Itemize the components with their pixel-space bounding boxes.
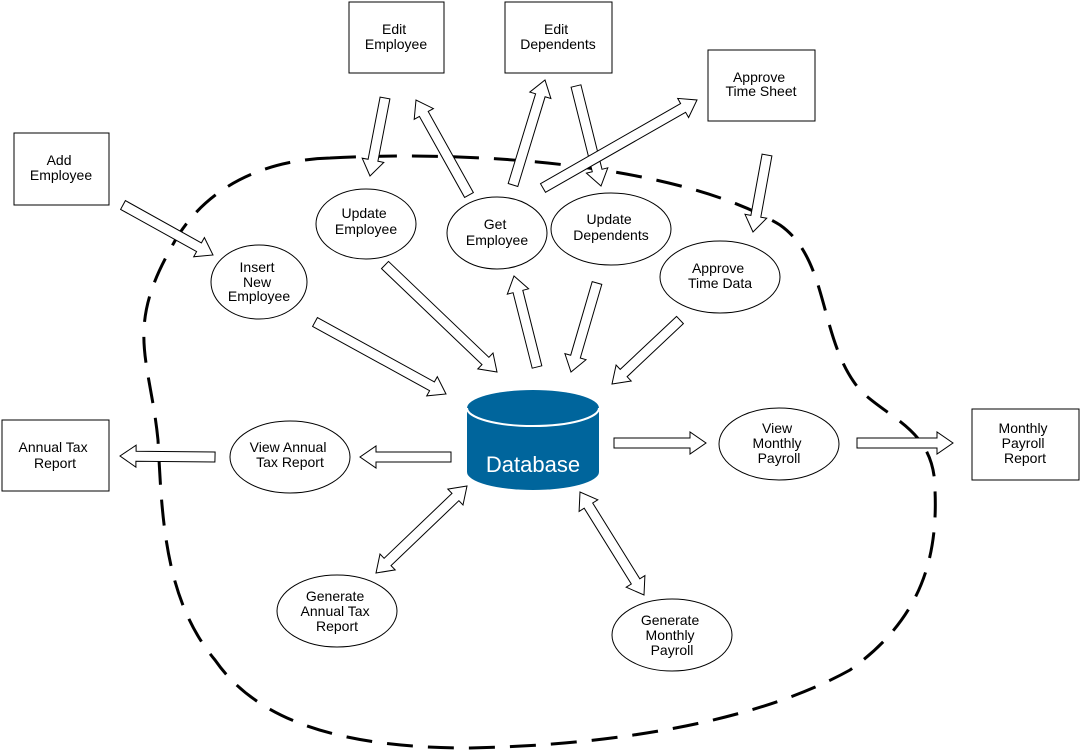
process-view-monthly-payroll: View Monthly Payroll <box>718 407 840 481</box>
entity-label-line: Time Sheet <box>725 83 796 99</box>
process-label-line: Report <box>316 618 358 634</box>
entity-label-line: Payroll <box>1002 435 1045 451</box>
svg-text:Add Employee: Add Employee <box>30 152 92 183</box>
entity-label-line: Report <box>34 455 76 471</box>
flow-database-to-get-employee-arrow <box>506 275 543 369</box>
flow-database-generate-annual-arrow <box>375 485 468 574</box>
flow-update-employee-to-database-arrow <box>380 260 498 373</box>
svg-text:Get Employee: Get Employee <box>466 216 528 248</box>
flow-update-dependents-to-database-arrow <box>564 280 603 373</box>
process-label-line: Tax Report <box>256 454 324 470</box>
process-label-line: Update <box>341 205 386 221</box>
process-label-line: View <box>762 420 793 436</box>
process-generate-monthly-payroll: Generate Monthly Payroll <box>611 598 733 672</box>
svg-text:View Annual Tax Report: View Annual Tax Report <box>250 439 331 470</box>
svg-text:View Monthly Payro: View Monthly Payroll <box>753 420 806 466</box>
flow-approve-data-to-database-arrow <box>611 315 685 385</box>
process-label-line: Payroll <box>758 450 801 466</box>
svg-text:Approve Time Data: Approve Time Data <box>688 260 752 291</box>
svg-text:Monthly Payroll Re: Monthly Payroll Report <box>999 420 1052 466</box>
entity-label-line: Annual Tax <box>19 439 88 455</box>
process-label-line: Monthly <box>753 435 802 451</box>
svg-text:Generate Monthly P: Generate Monthly Payroll <box>641 612 703 658</box>
entity-edit-dependents: Edit Dependents <box>504 1 613 74</box>
database-cylinder-body <box>467 408 599 490</box>
process-update-dependents: Update Dependents <box>550 192 672 266</box>
flow-database-to-view-monthly-arrow <box>613 431 707 455</box>
svg-text:Edit Dependents: Edit Dependents <box>520 21 596 52</box>
flow-insert-to-database-arrow <box>311 316 447 397</box>
flow-edit-employee-to-update-arrow <box>361 96 391 177</box>
svg-text:Approve Time Sheet: Approve Time Sheet <box>725 69 796 99</box>
flow-approve-sheet-to-approve-data-arrow <box>744 153 773 233</box>
process-label-line: Dependents <box>573 227 649 243</box>
svg-text:Annual Tax Report: Annual Tax Report <box>19 439 92 471</box>
process-label-line: New <box>243 274 272 290</box>
entity-approve-time-sheet: Approve Time Sheet <box>707 49 816 122</box>
process-label-line: Get <box>484 216 507 232</box>
process-insert-new-employee: Insert New Employee <box>210 244 308 320</box>
process-view-annual-tax-report: View Annual Tax Report <box>229 420 351 494</box>
process-label-line: Monthly <box>646 627 695 643</box>
process-update-employee: Update Employee <box>315 188 417 260</box>
entity-annual-tax-report: Annual Tax Report <box>1 419 110 492</box>
process-label-line: Time Data <box>688 275 752 291</box>
entity-label-line: Edit <box>544 21 568 37</box>
flow-database-to-view-annual-arrow <box>359 445 452 469</box>
database-label: Database <box>486 452 580 477</box>
entity-label-line: Monthly <box>999 420 1048 436</box>
process-label-line: Insert <box>240 259 275 275</box>
entity-label-line: Report <box>1004 450 1046 466</box>
entity-label-line: Dependents <box>520 36 596 52</box>
process-label-line: Annual Tax <box>301 603 370 619</box>
system-boundary <box>142 154 937 750</box>
database-cylinder-top <box>467 390 599 426</box>
process-get-employee: Get Employee <box>446 196 548 270</box>
process-label-line: Employee <box>466 232 528 248</box>
entity-monthly-payroll-report: Monthly Payroll Report <box>971 408 1080 481</box>
process-label-line: Generate <box>306 588 365 604</box>
flow-view-monthly-to-report-arrow <box>856 431 954 455</box>
entity-label-line: Approve <box>733 69 785 85</box>
entity-label-line: Employee <box>30 167 92 183</box>
process-label-line: Approve <box>692 260 744 276</box>
flow-database-generate-monthly-arrow <box>578 491 646 596</box>
flow-get-employee-to-edit-dependents-arrow <box>507 79 552 188</box>
entity-label-line: Add <box>47 152 72 168</box>
flow-get-employee-to-edit-employee-arrow <box>413 99 475 199</box>
flow-view-annual-to-report-arrow <box>119 444 216 469</box>
database-store: Database <box>466 390 600 490</box>
process-approve-time-data: Approve Time Data <box>659 240 781 314</box>
flow-add-employee-to-insert-arrow <box>119 199 214 258</box>
svg-text:Edit Employee: Edit Employee <box>365 21 427 52</box>
entity-label-line: Employee <box>365 36 427 52</box>
entity-add-employee: Add Employee <box>13 132 110 206</box>
entity-edit-employee: Edit Employee <box>348 1 445 74</box>
process-label-line: Payroll <box>651 642 694 658</box>
entity-label-line: Edit <box>382 21 406 37</box>
svg-text:Update Dependents: Update Dependents <box>573 211 649 243</box>
database-cylinder-rim <box>466 407 600 427</box>
process-label-line: View Annual <box>250 439 327 455</box>
flow-get-employee-to-approve-sheet-arrow <box>539 97 698 193</box>
process-generate-annual-tax-report: Generate Annual Tax Report <box>276 574 398 648</box>
process-label-line: Update <box>586 211 631 227</box>
data-flows <box>119 79 954 596</box>
svg-text:Update Employee: Update Employee <box>335 205 397 237</box>
svg-text:Generate Annual Tax: Generate Annual Tax Report <box>301 588 374 634</box>
process-label-line: Employee <box>335 221 397 237</box>
svg-text:Insert New Employe: Insert New Employee <box>228 259 290 304</box>
process-label-line: Generate <box>641 612 700 628</box>
process-label-line: Employee <box>228 288 290 304</box>
